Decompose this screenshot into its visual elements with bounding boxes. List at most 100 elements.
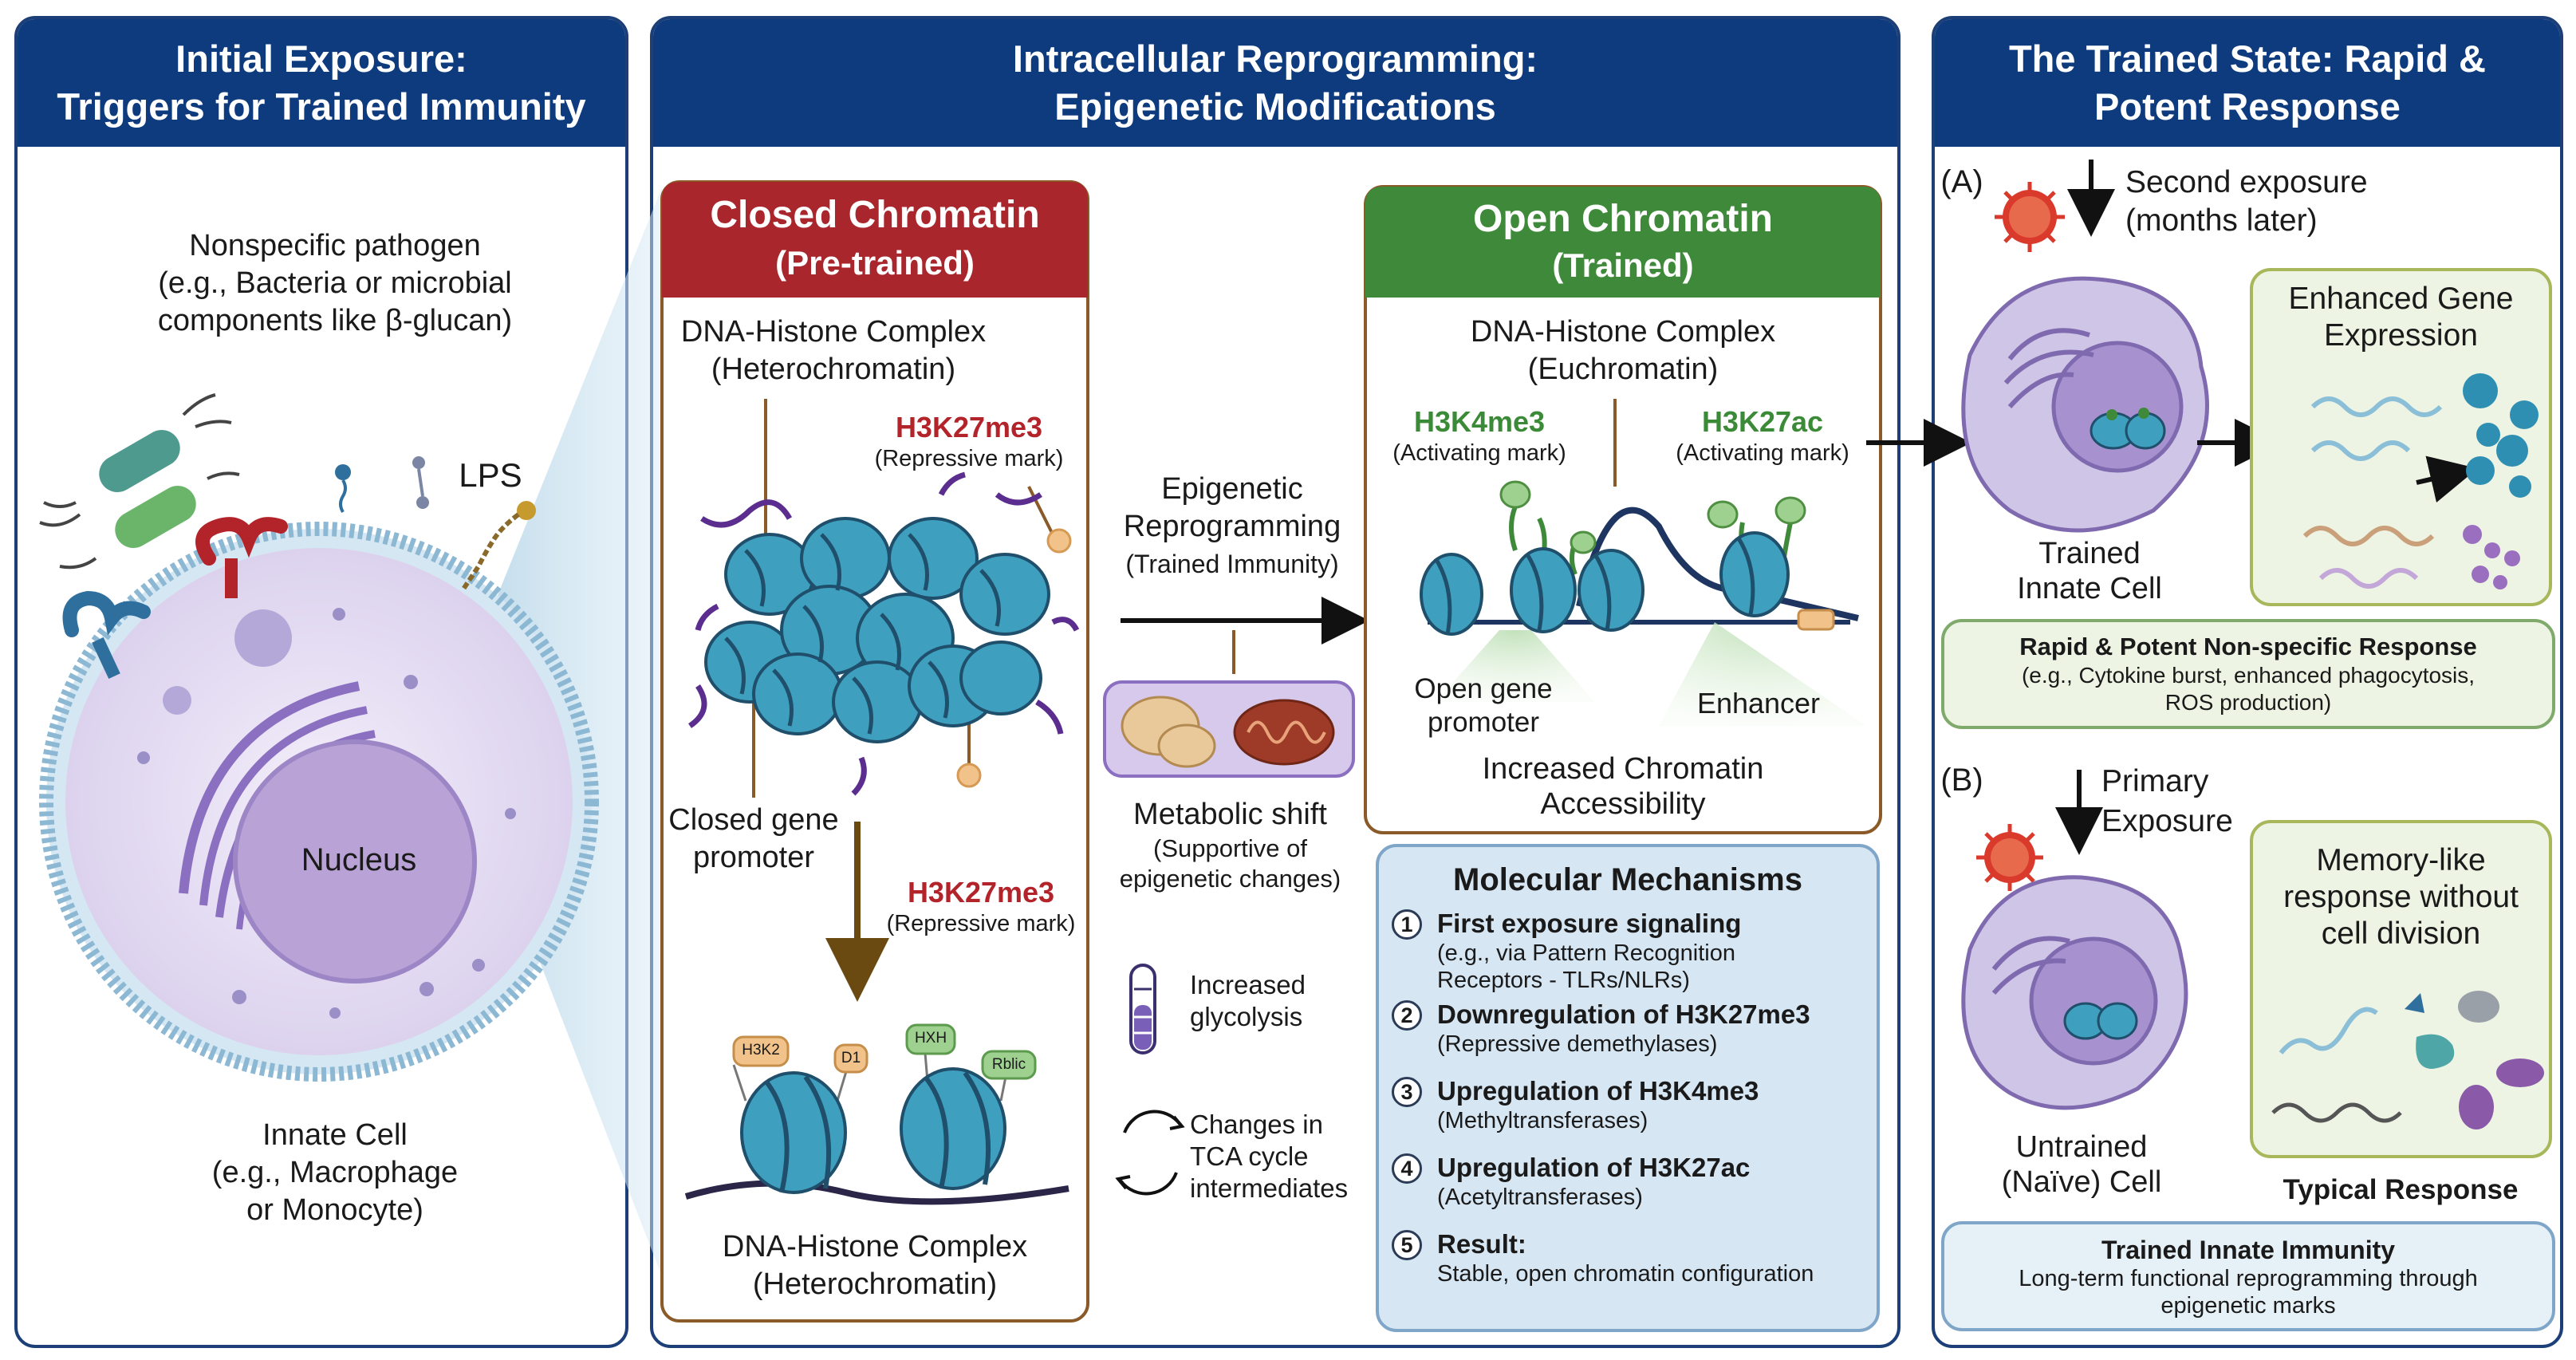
right-title-line1: The Trained State: Rapid & (2008, 37, 2487, 80)
closed-bottom-line2: (Heterochromatin) (752, 1267, 998, 1301)
innate-cell-line2: (e.g., Macrophage (211, 1156, 459, 1189)
step-number: 5 (1392, 1230, 1422, 1260)
trained-immunity-box (1941, 1221, 2555, 1331)
rapid-title: Rapid & Potent Non-specific Response (2019, 633, 2477, 660)
access-line1: Increased Chromatin (1482, 752, 1764, 786)
glycolysis-text: Increased glycolysis (1190, 969, 1365, 1033)
innate-cell-text: Innate Cell (e.g., Macrophage or Monocyt… (175, 1117, 494, 1229)
mechanism-text: Upregulation of H3K27ac (Acetyltransfera… (1437, 1152, 1868, 1211)
right-panel-header: The Trained State: Rapid & Potent Respon… (1935, 19, 2560, 147)
open-mark1: H3K4me3 (Activating mark) (1372, 403, 1587, 466)
mechanism-text: Result: Stable, open chromatin configura… (1437, 1228, 1868, 1287)
right-title-line2: Potent Response (2094, 85, 2401, 128)
mechanisms-title: Molecular Mechanisms (1453, 862, 1802, 897)
memory-box (2250, 820, 2552, 1158)
left-title-line1: Initial Exposure: (175, 37, 467, 80)
pathogen-line1: Nonspecific pathogen (189, 229, 481, 262)
open-promoter-text: Open gene promoter (1388, 672, 1579, 739)
nucleus-label: Nucleus (301, 842, 417, 877)
middle-panel-header: Intracellular Reprogramming: Epigenetic … (653, 19, 1897, 147)
middle-title-line1: Intracellular Reprogramming: (1012, 37, 1538, 80)
mechanism-sub: Receptors - TLRs/NLRs) (1437, 968, 1690, 993)
enhanced-expression-box (2250, 268, 2552, 606)
glycolysis-line2: glycolysis (1190, 1002, 1303, 1031)
closed-mark2-label: H3K27me3 (907, 876, 1055, 909)
enhanced-expression-icons (2302, 373, 2539, 589)
tca-line2: TCA cycle (1190, 1141, 1309, 1171)
mechanism-item: 3 Upregulation of H3K4me3 (Methyltransfe… (1392, 1075, 1870, 1152)
closed-mark2-sub: (Repressive mark) (886, 911, 1076, 936)
virus-icon-a (1995, 182, 2065, 252)
second-line2: (months later) (2125, 203, 2318, 238)
closed-mark1: H3K27me3 (Repressive mark) (857, 408, 1081, 471)
closed-title-line2: (Pre-trained) (775, 244, 975, 282)
mechanism-item: 2 Downregulation of H3K27me3 (Repressive… (1392, 999, 1870, 1075)
mechanisms-list: 1 First exposure signaling (e.g., via Pa… (1392, 908, 1870, 1305)
open-title-line2: (Trained) (1552, 246, 1694, 284)
enhanced-line2: Expression (2324, 318, 2478, 353)
mechanism-title: Downregulation of H3K27me3 (1437, 999, 1810, 1029)
step-number: 3 (1392, 1077, 1422, 1107)
mechanism-item: 1 First exposure signaling (e.g., via Pa… (1392, 908, 1870, 993)
primary-line2: Exposure (2101, 804, 2233, 838)
closed-title-line1: Closed Chromatin (710, 194, 1040, 236)
memory-line1: Memory-like (2316, 843, 2486, 877)
memory-text: Memory-like response without cell divisi… (2251, 842, 2550, 952)
pathogen-line2: (e.g., Bacteria or microbial (158, 266, 512, 300)
tca-line3: intermediates (1190, 1173, 1349, 1203)
reprogramming-text: Epigenetic Reprogramming (Trained Immuni… (1101, 471, 1364, 583)
typical-response-label: Typical Response (2283, 1174, 2519, 1205)
receptor-red-icon (195, 517, 288, 598)
closed-complex-line2: (Heterochromatin) (711, 353, 956, 386)
open-title-line1: Open Chromatin (1472, 198, 1773, 240)
memory-line3: cell division (2321, 917, 2481, 951)
metabolic-label: Metabolic shift (1133, 798, 1327, 831)
mechanism-item: 5 Result: Stable, open chromatin configu… (1392, 1228, 1870, 1305)
open-complex-line1: DNA-Histone Complex (1470, 315, 1776, 349)
mitochondria-icon (1121, 696, 1335, 768)
tii-sub2: epigenetic marks (2160, 1293, 2336, 1319)
open-promoter-line2: promoter (1427, 707, 1540, 738)
primary-exposure-text: Primary Exposure (2101, 762, 2277, 842)
mechanism-title: Upregulation of H3K27ac (1437, 1153, 1751, 1182)
rapid-response-box (1941, 619, 2555, 729)
rapid-sub1: (e.g., Cytokine burst, enhanced phagocyt… (2021, 663, 2476, 688)
mechanism-title: Result: (1437, 1229, 1526, 1259)
reprog-line2: Reprogramming (1123, 510, 1341, 543)
mechanism-sub: (Methyltransferases) (1437, 1108, 1648, 1133)
closed-mark1-sub: (Repressive mark) (874, 446, 1064, 471)
closed-bottom-line1: DNA-Histone Complex (722, 1230, 1028, 1263)
closed-complex-line1: DNA-Histone Complex (680, 315, 987, 349)
pathogen-line3: components like β-glucan) (157, 304, 513, 337)
mechanism-sub: Stable, open chromatin configuration (1437, 1261, 1814, 1287)
metabolic-sub1: (Supportive of (1153, 834, 1307, 862)
enhanced-line1: Enhanced Gene (2288, 282, 2514, 316)
rapid-response-text: Rapid & Potent Non-specific Response (e.… (1943, 632, 2554, 716)
tca-text: Changes in TCA cycle intermediates (1190, 1109, 1369, 1204)
closed-promoter-line1: Closed gene (668, 803, 839, 837)
tag-h3k2: H3K2 (742, 1042, 780, 1058)
glycolysis-icon (1129, 964, 1156, 1054)
glycolysis-line1: Increased (1190, 970, 1306, 999)
innate-cell-illustration (39, 393, 599, 1082)
open-promoter-line1: Open gene (1414, 673, 1553, 704)
memory-icons (2271, 991, 2544, 1129)
reprog-line3: (Trained Immunity) (1125, 550, 1339, 578)
left-panel-header: Initial Exposure: Triggers for Trained I… (18, 19, 625, 147)
trained-immunity-text: Trained Innate Immunity Long-term functi… (1943, 1235, 2554, 1319)
label-a: (A) (1940, 164, 1983, 199)
enhanced-text: Enhanced Gene Expression (2251, 281, 2550, 354)
cycle-arrows-icon (1115, 1110, 1185, 1196)
open-mark2-sub: (Activating mark) (1676, 440, 1849, 466)
untrained-line1: Untrained (2015, 1130, 2148, 1164)
second-line1: Second exposure (2125, 165, 2368, 199)
tag-rblic: Rblic (991, 1056, 1026, 1073)
tii-sub1: Long-term functional reprogramming throu… (2019, 1266, 2478, 1291)
trained-line2: Innate Cell (2017, 572, 2162, 605)
mechanisms-box (1376, 844, 1880, 1332)
closed-mark2: H3K27me3 (Repressive mark) (869, 873, 1093, 936)
open-complex-text: DNA-Histone Complex (Euchromatin) (1365, 313, 1881, 388)
trained-cell-text: Trained Innate Cell (1970, 536, 2209, 606)
nucleus-shape (233, 739, 477, 984)
